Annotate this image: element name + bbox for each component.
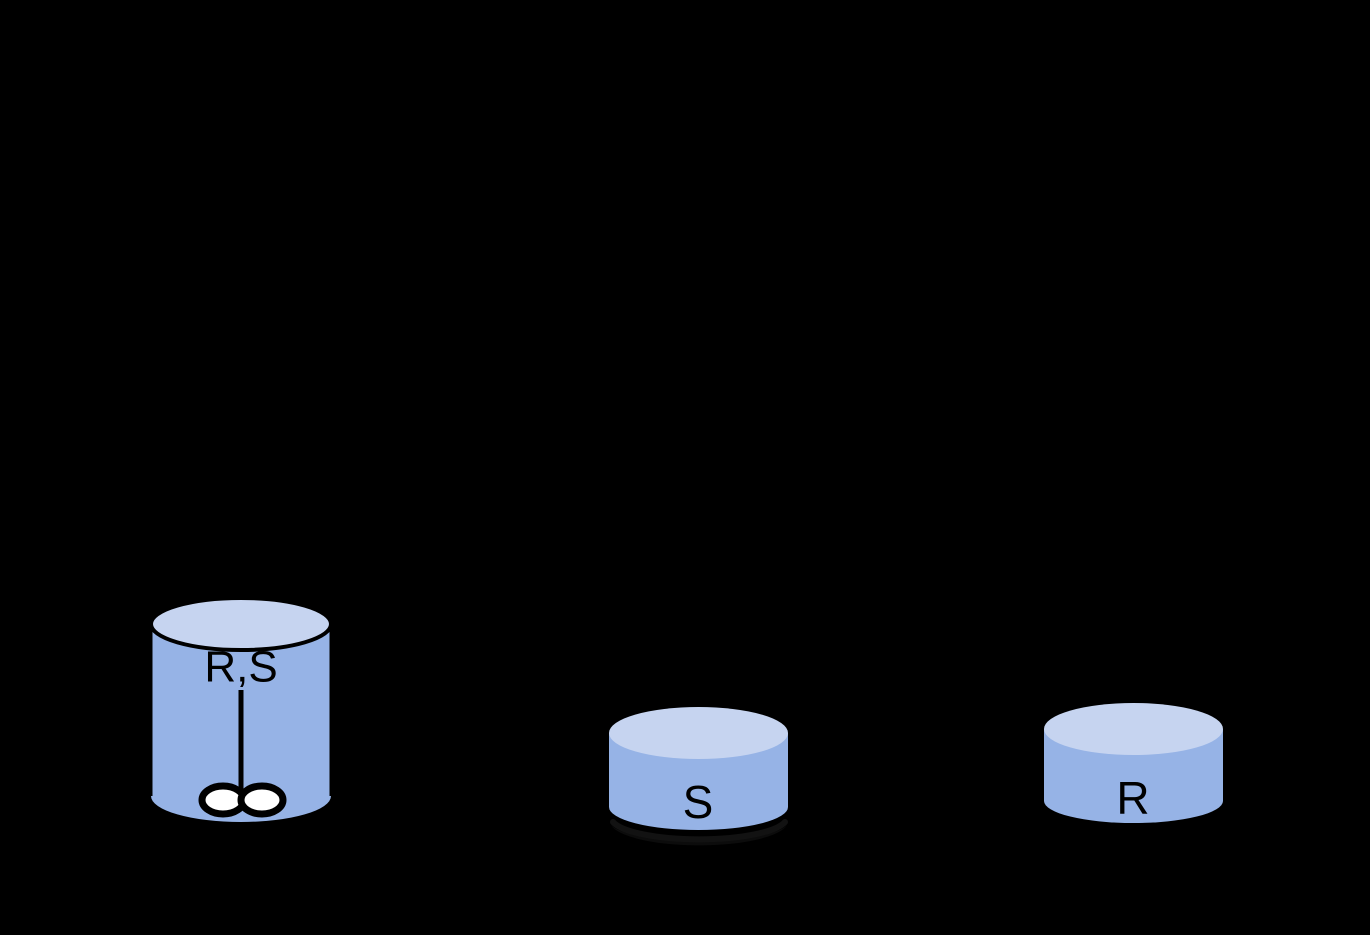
db-cylinder-r-label: R xyxy=(1116,772,1149,824)
db-cylinder-s-shadow xyxy=(611,825,787,846)
db-cylinder-s[interactable]: S xyxy=(609,707,788,846)
db-cylinder-s-shadow-arc xyxy=(610,819,788,843)
db-cylinder-rs[interactable]: R,S xyxy=(147,596,335,822)
db-cylinder-rs-label: R,S xyxy=(204,643,277,692)
spectacles-right-lens-icon xyxy=(237,782,287,818)
db-cylinder-s-label: S xyxy=(683,776,714,828)
spectacles-symbol xyxy=(198,690,287,818)
db-cylinder-r-top xyxy=(1044,703,1223,755)
db-cylinder-s-body xyxy=(609,733,788,830)
db-cylinder-r-body xyxy=(1044,729,1223,823)
db-cylinder-r[interactable]: R xyxy=(1044,703,1223,824)
db-cylinder-s-top xyxy=(609,707,788,759)
